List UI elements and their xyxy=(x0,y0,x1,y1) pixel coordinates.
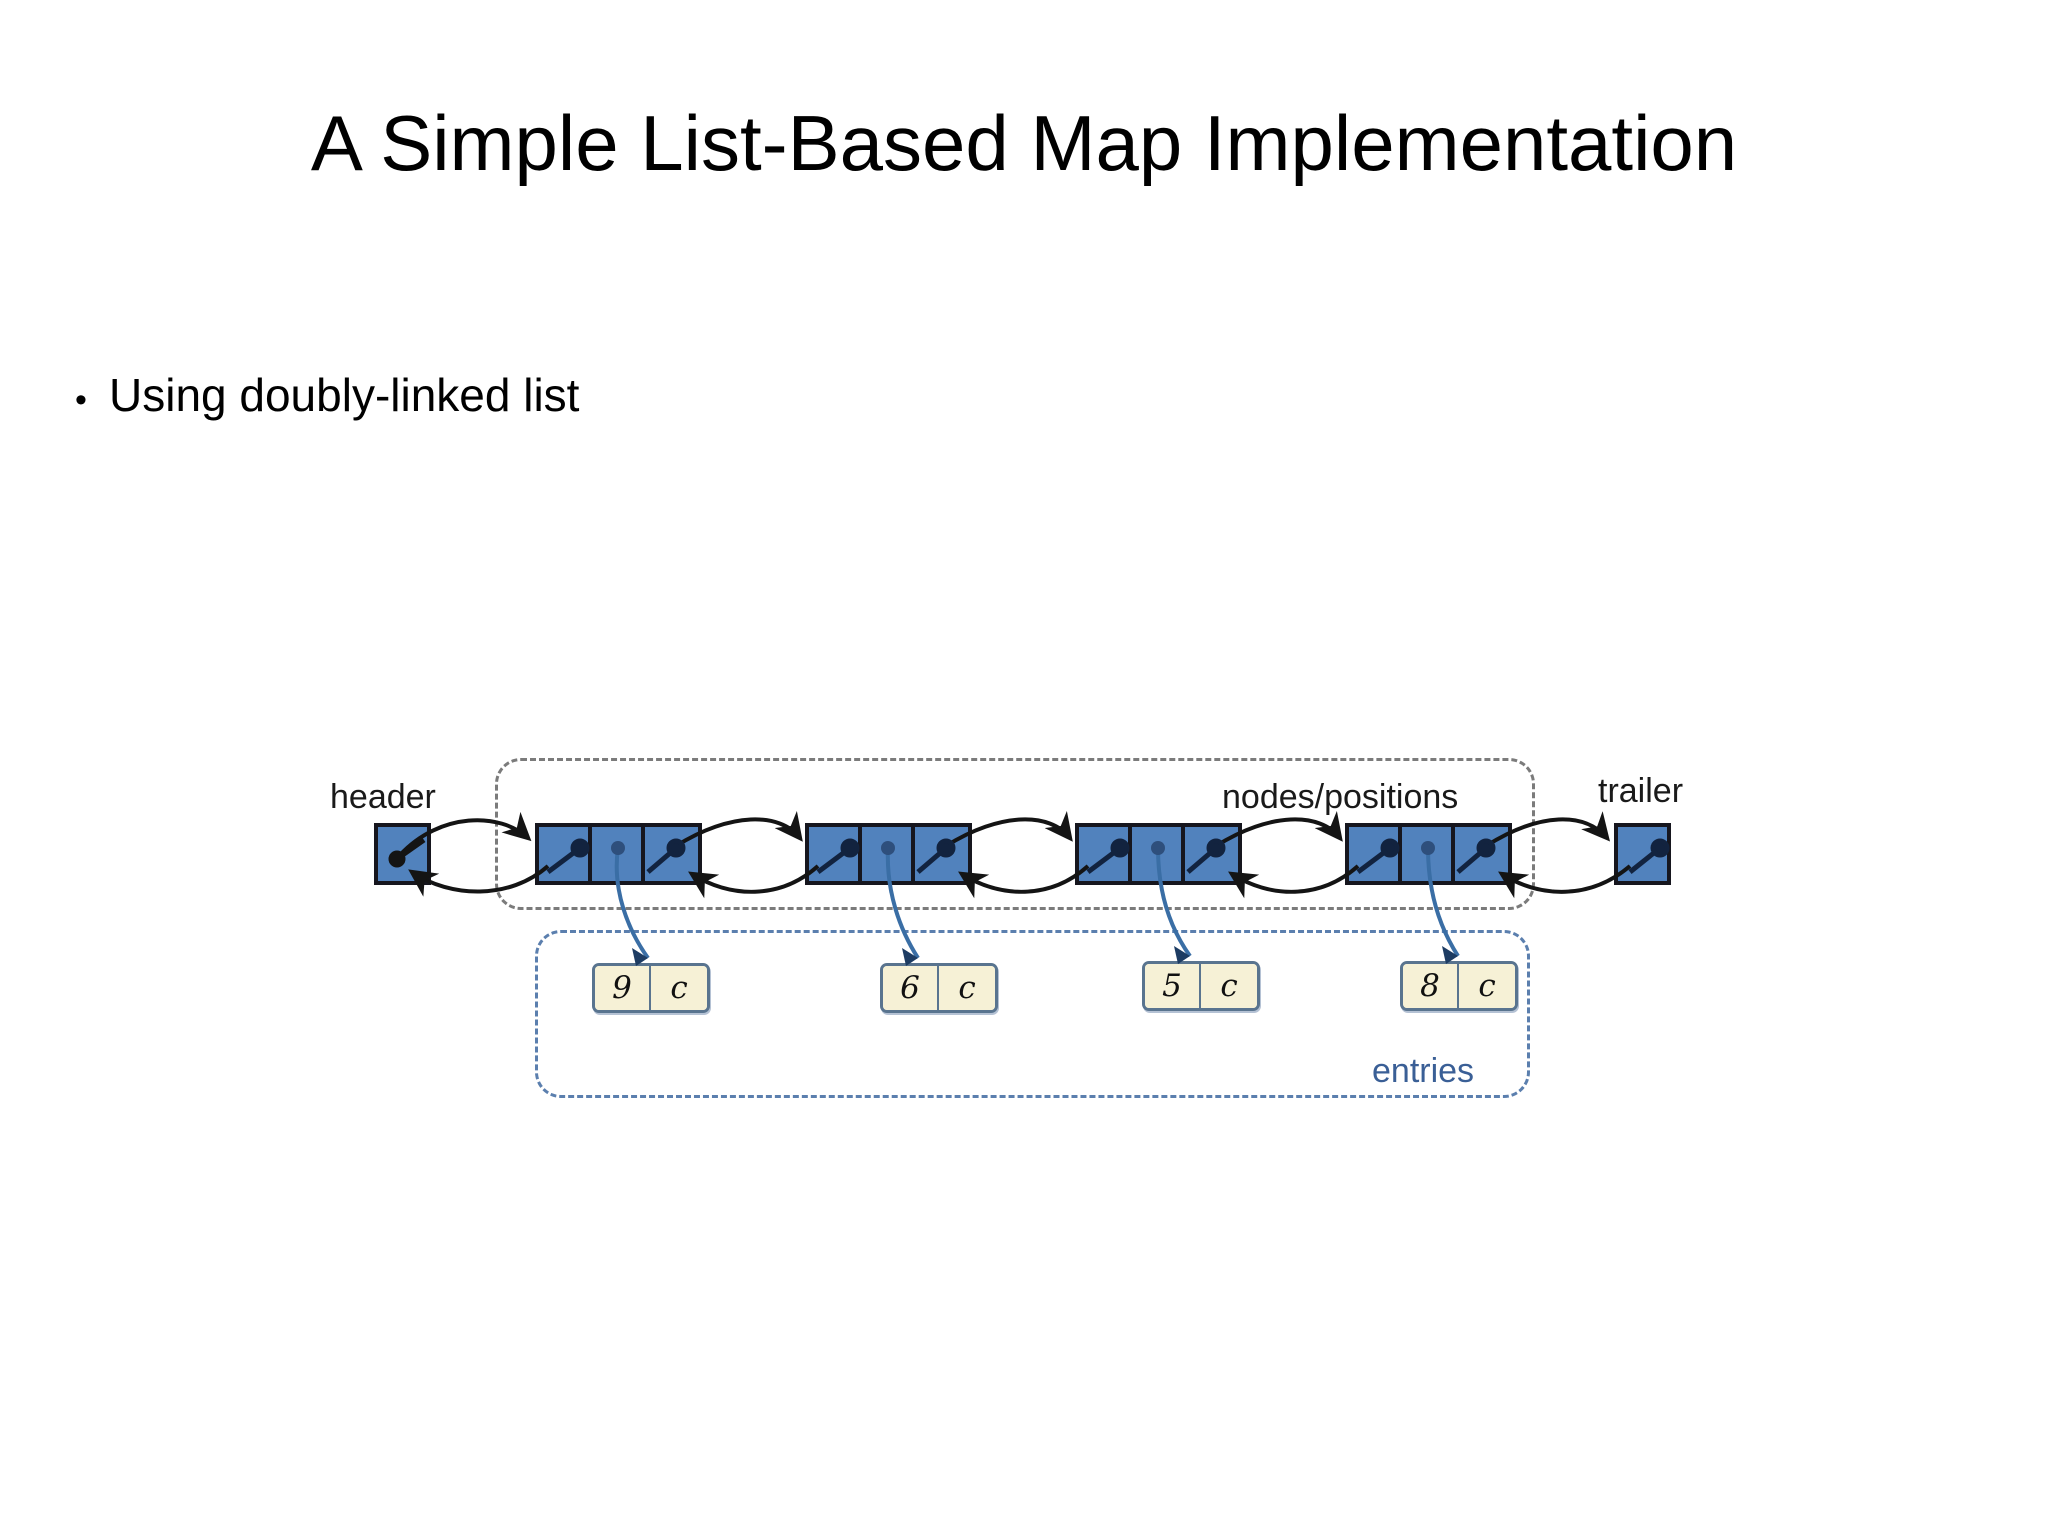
link-node1-next xyxy=(674,810,803,848)
entry-value: c xyxy=(1459,964,1515,1008)
list-node-4 xyxy=(1345,823,1512,885)
entry-value: c xyxy=(651,966,707,1010)
entry-key: 9 xyxy=(595,966,652,1010)
link-trailer-prev xyxy=(1498,864,1632,899)
entry-key: 5 xyxy=(1145,964,1202,1008)
link-node2-next xyxy=(944,810,1073,848)
bullet-text: Using doubly-linked list xyxy=(109,369,580,421)
node-prev-cell xyxy=(539,827,592,881)
list-node-2 xyxy=(805,823,972,885)
nodes-positions-label: nodes/positions xyxy=(1222,778,1459,816)
entry-pointer-dots xyxy=(611,841,1435,855)
node-element-cell xyxy=(862,827,915,881)
node-prev-cell xyxy=(1349,827,1402,881)
node-next-cell xyxy=(1455,827,1508,881)
link-node3-prev xyxy=(958,864,1090,899)
node-next-cell xyxy=(1185,827,1238,881)
trailer-sentinel-node xyxy=(1614,823,1671,885)
node-element-cell xyxy=(592,827,645,881)
link-node4-next xyxy=(1484,811,1611,848)
entry-box-2: 6 c xyxy=(880,963,998,1013)
link-node4-prev xyxy=(1228,864,1360,899)
list-node-3 xyxy=(1075,823,1242,885)
entry-pointer-curves xyxy=(614,847,1460,960)
link-node1-prev xyxy=(408,864,550,897)
list-item: • Using doubly-linked list xyxy=(75,370,1475,421)
node-element-cell xyxy=(1132,827,1185,881)
node-next-cell xyxy=(915,827,968,881)
bullet-marker-icon: • xyxy=(75,381,87,419)
link-node3-next xyxy=(1214,810,1343,848)
page-title: A Simple List-Based Map Implementation xyxy=(310,99,1738,187)
node-prev-cell xyxy=(1079,827,1132,881)
entry-key: 8 xyxy=(1403,964,1460,1008)
node-prev-cell xyxy=(809,827,862,881)
node-next-cell xyxy=(645,827,698,881)
pointer-dot-header xyxy=(388,837,426,868)
node-pointer-stubs xyxy=(546,838,1670,874)
entry-box-1: 9 c xyxy=(592,963,710,1013)
bullet-list: • Using doubly-linked list xyxy=(75,370,1475,421)
entry-pointer-arrowheads xyxy=(632,946,1458,966)
entry-value: c xyxy=(939,966,995,1010)
entry-value: c xyxy=(1201,964,1257,1008)
link-header-next xyxy=(398,811,532,857)
entry-box-4: 8 c xyxy=(1400,961,1518,1011)
entries-label: entries xyxy=(1372,1052,1475,1090)
link-node2-prev xyxy=(688,864,820,899)
node-element-cell xyxy=(1402,827,1455,881)
entry-key: 6 xyxy=(883,966,940,1010)
header-sentinel-node xyxy=(374,823,431,885)
trailer-label: trailer xyxy=(1598,772,1684,810)
entry-box-3: 5 c xyxy=(1142,961,1260,1011)
entries-region xyxy=(535,930,1530,1098)
nodes-positions-region xyxy=(495,758,1535,910)
list-node-1 xyxy=(535,823,702,885)
header-label: header xyxy=(330,778,436,816)
